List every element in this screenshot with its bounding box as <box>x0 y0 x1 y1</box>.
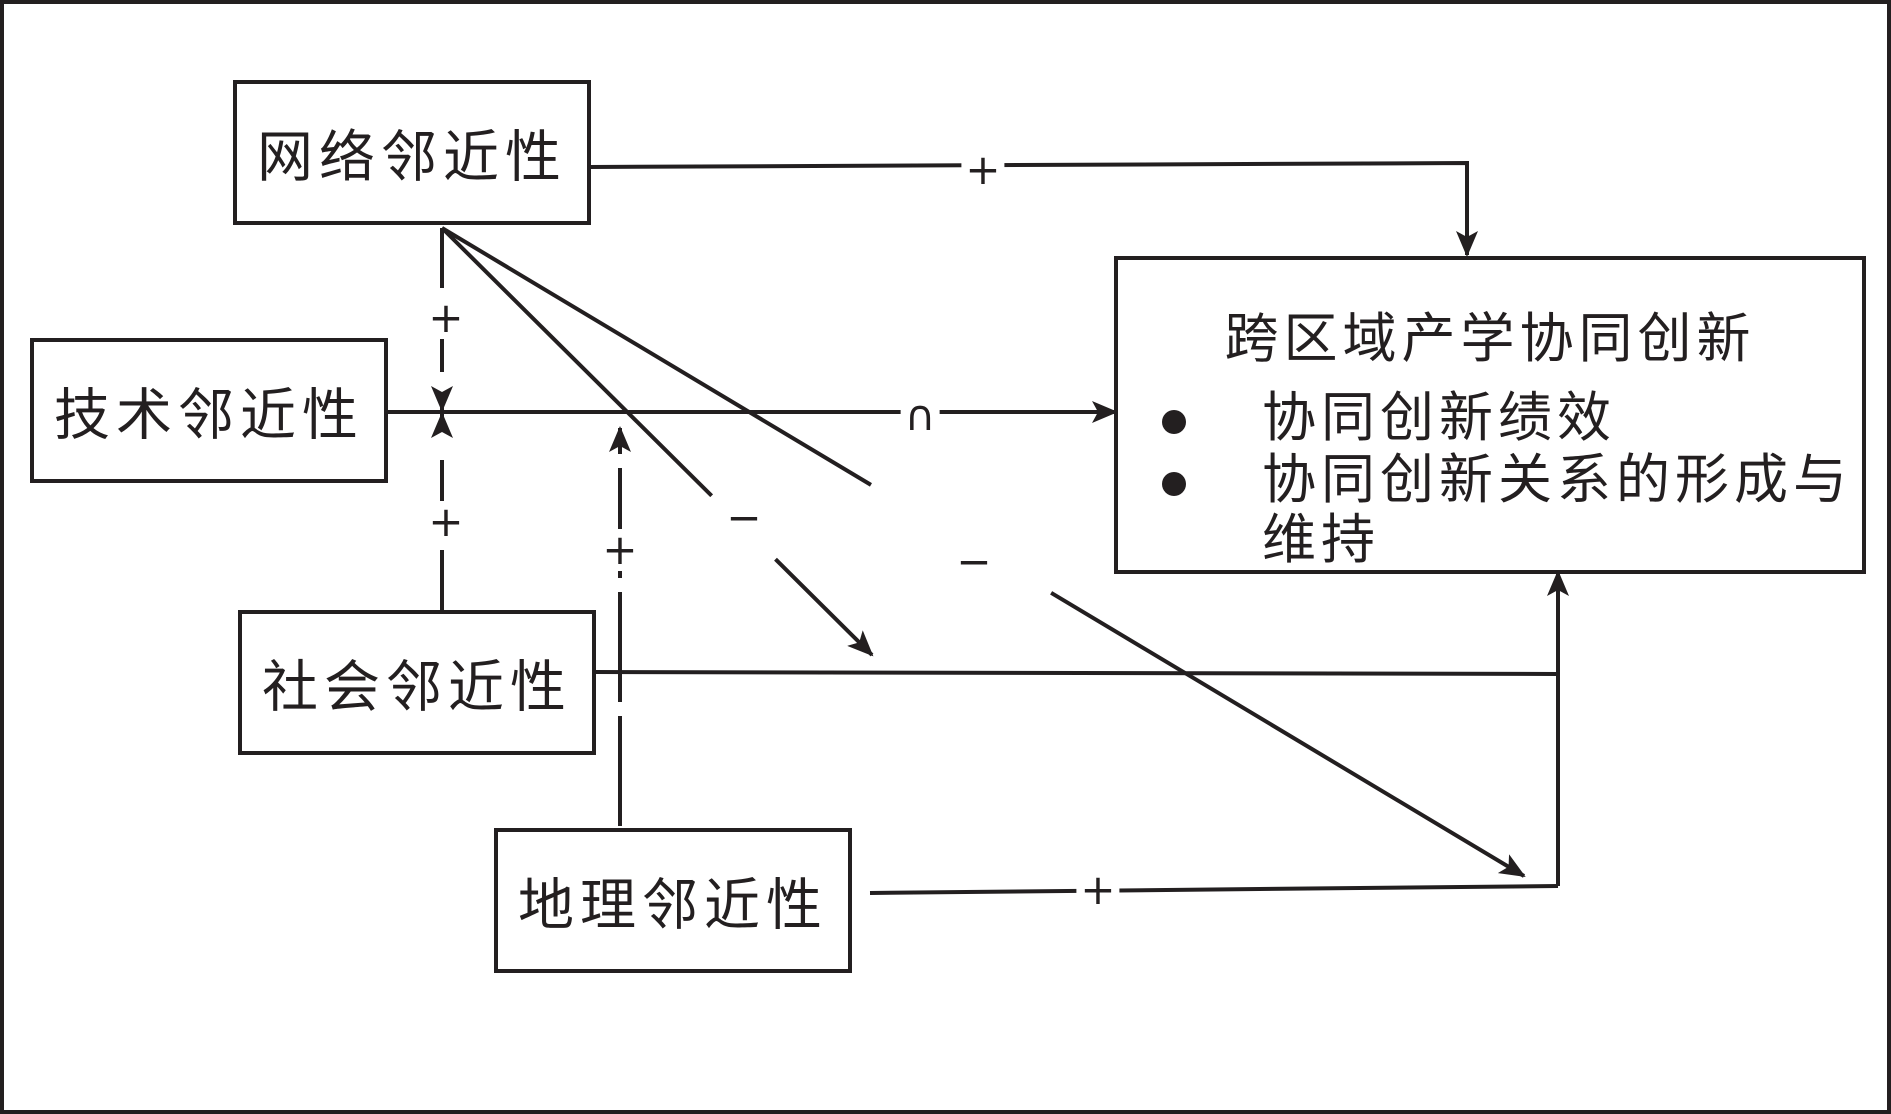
sign-network-geo: − <box>952 541 996 583</box>
social-proximity-label: 社会邻近性 <box>262 655 572 720</box>
technology-proximity-label: 技术邻近性 <box>54 383 364 448</box>
geographic-proximity-box: 地理邻近性 <box>494 828 852 973</box>
network-to-geo-line <box>440 226 1526 878</box>
geo-to-outcome-line <box>869 884 1559 895</box>
social-to-outcome-line <box>594 670 1559 676</box>
outcome-bullet-text: 协同创新绩效 <box>1262 386 1616 449</box>
sign-tech-outcome: ∩ <box>900 395 940 437</box>
sign-geo-tech: + <box>598 529 642 571</box>
network-proximity-label: 网络邻近性 <box>257 125 567 190</box>
bullet-dot-icon <box>1162 472 1186 496</box>
sign-network-outcome: + <box>961 149 1005 191</box>
sign-geo-outcome: + <box>1076 869 1120 911</box>
technology-proximity-box: 技术邻近性 <box>30 338 388 483</box>
sign-social-tech: + <box>424 501 468 543</box>
sign-network-tech: + <box>424 297 468 339</box>
bullet-dot-icon <box>1162 410 1186 434</box>
geographic-proximity-label: 地理邻近性 <box>518 873 828 938</box>
network-proximity-box: 网络邻近性 <box>233 80 591 225</box>
social-proximity-box: 社会邻近性 <box>238 610 596 755</box>
outcome-title: 跨区域产学协同创新 <box>1224 307 1756 370</box>
outcome-box: 跨区域产学协同创新 协同创新绩效 协同创新关系的形成与维持 <box>1114 256 1866 574</box>
sign-network-social: − <box>722 497 766 539</box>
network-to-outcome-line <box>589 160 1478 257</box>
outcome-bullet-text: 协同创新关系的形成与维持 <box>1262 448 1852 571</box>
network-to-social-line <box>440 226 874 657</box>
